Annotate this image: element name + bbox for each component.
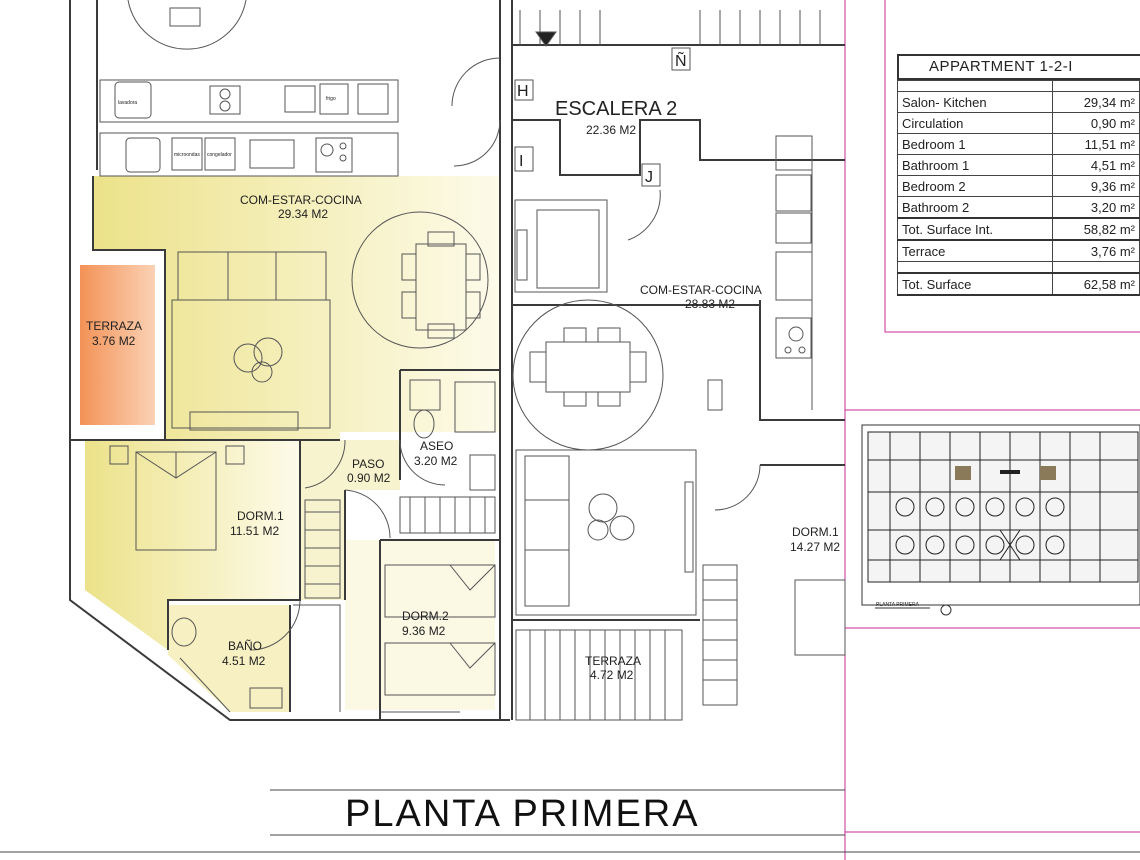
row-value: 3,20 m² (1052, 196, 1140, 219)
appliance-label-freezer: congelador (207, 152, 232, 158)
appliance-label-microwave: microondas (174, 152, 200, 158)
table-row (897, 261, 1140, 274)
table-row: Bathroom 2 3,20 m² (897, 196, 1140, 219)
living-kitchen-fill (93, 176, 500, 440)
drawing-title: PLANTA PRIMERA (345, 793, 700, 835)
bedroom-1-fill (85, 440, 300, 650)
area-table: APPARTMENT 1-2-I Salon- Kitchen 29,34 m²… (897, 54, 1140, 296)
stair-letter-h: H (517, 83, 529, 100)
room-area-paso: 0.90 M2 (347, 471, 391, 485)
stair-area: 22.36 M2 (586, 123, 636, 137)
total-label: Tot. Surface (897, 272, 1053, 296)
terrace-label: Terrace (897, 239, 1053, 262)
room-area-bath: 4.51 M2 (222, 654, 266, 668)
subtotal-label: Tot. Surface Int. (897, 217, 1053, 241)
stair-letter-j: J (645, 169, 653, 186)
room-area-dorm1: 11.51 M2 (230, 524, 279, 538)
row-label: Bathroom 2 (897, 196, 1053, 219)
subtotal-row: Tot. Surface Int. 58,82 m² (897, 217, 1140, 241)
terrace-fill (80, 265, 155, 425)
room-label-right-living: COM-ESTAR-COCINA (640, 283, 762, 297)
dorm2-fill (345, 540, 495, 710)
key-plan-caption: PLANTA PRIMERA (876, 602, 920, 608)
row-label: Bathroom 1 (897, 154, 1053, 176)
table-row: Bedroom 1 11,51 m² (897, 133, 1140, 155)
room-label-dorm2: DORM.2 (402, 609, 449, 623)
bath-fill (168, 605, 290, 712)
room-area-aseo: 3.20 M2 (414, 454, 458, 468)
room-label-bath: BAÑO (228, 639, 262, 653)
total-row: Tot. Surface 62,58 m² (897, 272, 1140, 296)
appliance-label-fridge: frigo (326, 96, 336, 102)
row-value: 9,36 m² (1052, 175, 1140, 197)
total-value: 62,58 m² (1052, 272, 1140, 296)
room-area-right-terrace: 4.72 M2 (590, 668, 634, 682)
room-label-living: COM-ESTAR-COCINA (240, 193, 362, 207)
room-label-right-dorm1: DORM.1 (792, 525, 839, 539)
row-value: 4,51 m² (1052, 154, 1140, 176)
terrace-row: Terrace 3,76 m² (897, 239, 1140, 262)
stair-letter-n: Ñ (675, 50, 687, 70)
room-label-dorm1: DORM.1 (237, 509, 284, 523)
table-row: Bathroom 1 4,51 m² (897, 154, 1140, 176)
room-area-right-living: 28.83 M2 (685, 297, 735, 311)
table-row: Salon- Kitchen 29,34 m² (897, 91, 1140, 113)
row-value: 0,90 m² (1052, 112, 1140, 134)
room-area-terrace: 3.76 M2 (92, 334, 136, 348)
room-area-living: 29.34 M2 (278, 207, 328, 221)
subtotal-value: 58,82 m² (1052, 217, 1140, 241)
stair-letter-i: I (519, 153, 523, 170)
row-value: 11,51 m² (1052, 133, 1140, 155)
row-label: Bedroom 2 (897, 175, 1053, 197)
room-label-paso: PASO (352, 457, 384, 471)
table-row: Circulation 0,90 m² (897, 112, 1140, 134)
row-label: Bedroom 1 (897, 133, 1053, 155)
room-label-terrace: TERRAZA (86, 319, 142, 333)
table-row (897, 80, 1140, 92)
room-area-right-dorm1: 14.27 M2 (790, 540, 840, 554)
row-value: 29,34 m² (1052, 91, 1140, 113)
terrace-value: 3,76 m² (1052, 239, 1140, 262)
room-label-right-terrace: TERRAZA (585, 654, 641, 668)
row-label: Circulation (897, 112, 1053, 134)
appliance-label-washer: lavadora (118, 100, 137, 106)
stair-name: ESCALERA 2 (555, 98, 677, 120)
area-table-body: Salon- Kitchen 29,34 m² Circulation 0,90… (897, 80, 1140, 296)
row-label: Salon- Kitchen (897, 91, 1053, 113)
key-plan-thumbnail: PLANTA PRIMERA (861, 424, 1140, 616)
area-table-title: APPARTMENT 1-2-I (897, 54, 1140, 80)
table-row: Bedroom 2 9,36 m² (897, 175, 1140, 197)
room-area-dorm2: 9.36 M2 (402, 624, 446, 638)
room-label-aseo: ASEO (420, 439, 453, 453)
